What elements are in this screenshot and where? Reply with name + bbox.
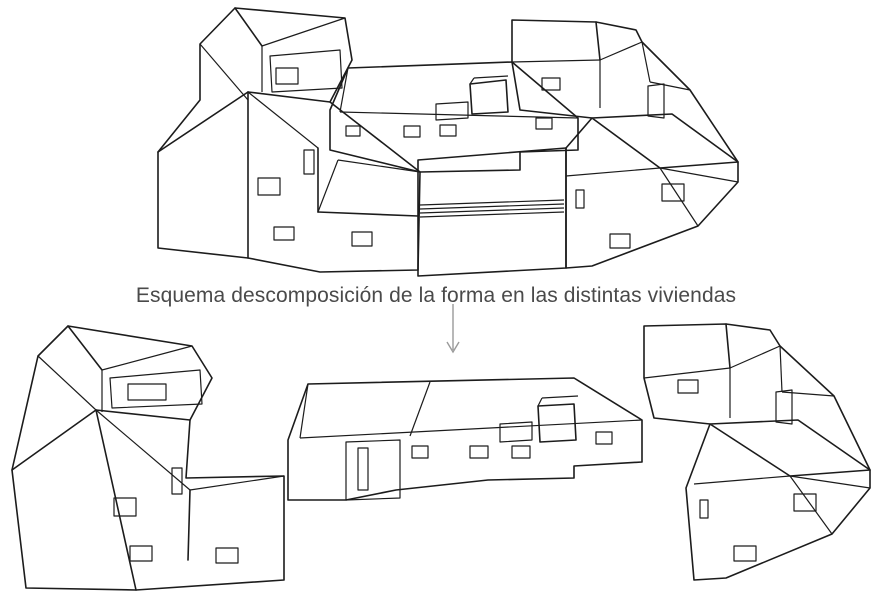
window-icon [733,545,757,562]
window-icon [303,149,315,175]
window-icon [439,124,457,137]
window-icon [609,233,631,249]
window-icon [699,499,709,519]
window-icon [595,431,613,445]
window-icon [541,77,561,91]
yellow-dwelling [643,323,871,581]
window-icon [275,67,299,85]
window-icon [273,226,295,241]
window-icon [171,467,183,495]
window-icon [469,445,489,459]
courtyard-passage [417,147,567,277]
window-icon [345,125,361,137]
window-icon [677,379,699,394]
assembled-complex [157,7,739,277]
window-icon [127,383,167,401]
pink-dwelling-top [157,7,421,273]
blue-dwelling [287,377,643,501]
blue-dwelling-top [329,61,579,173]
pink-dwelling [11,325,285,591]
window-icon [403,125,421,138]
window-icon [411,445,429,459]
window-icon [257,177,281,196]
window-icon [113,497,137,517]
window-icon [535,117,553,130]
window-icon [661,183,685,202]
window-icon [129,545,153,562]
window-icon [793,493,817,512]
window-icon [575,189,585,209]
down-arrow-icon [446,304,460,354]
diagram-caption: Esquema descomposición de la forma en la… [135,284,737,307]
window-icon [215,547,239,564]
window-icon [351,231,373,247]
yellow-dwelling-top [511,19,739,269]
window-icon [511,445,531,459]
door-icon [357,447,369,491]
